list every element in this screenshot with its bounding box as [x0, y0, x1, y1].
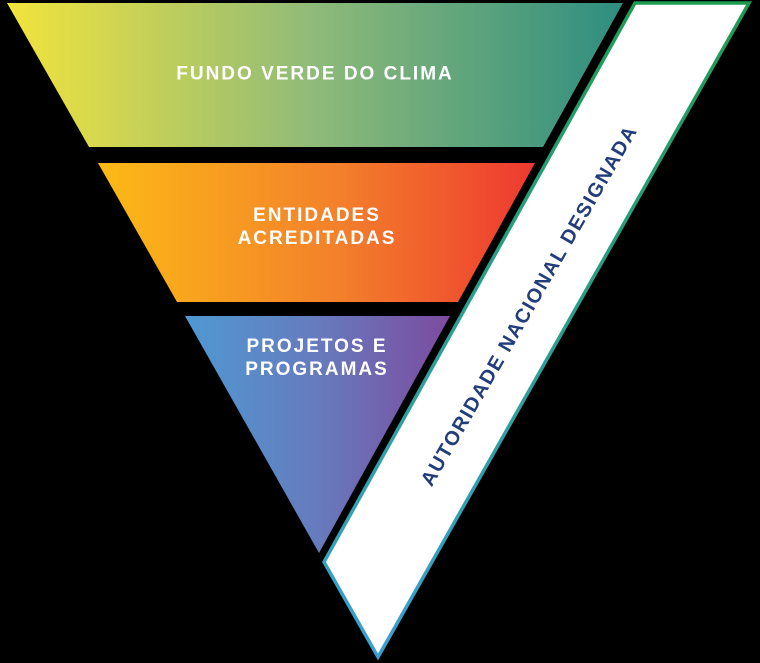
- level-2-label: ENTIDADES ACREDITADAS: [238, 204, 397, 250]
- level-3-label: PROJETOS E PROGRAMAS: [245, 335, 389, 381]
- level-3-label-line: PROGRAMAS: [245, 359, 389, 380]
- pyramid-level-3-shape: [185, 316, 450, 553]
- level-3-label-line: PROJETOS E: [246, 336, 388, 357]
- pyramid-level-1-shape: [7, 3, 623, 147]
- level-1-label-line: FUNDO VERDE DO CLIMA: [176, 63, 454, 85]
- level-1-label: FUNDO VERDE DO CLIMA: [176, 63, 454, 86]
- level-2-label-line: ENTIDADES: [253, 205, 381, 226]
- diagonal-ribbon-shape: [321, 1, 753, 661]
- pyramid-level-2-shape: [98, 163, 535, 302]
- level-2-label-line: ACREDITADAS: [237, 228, 397, 249]
